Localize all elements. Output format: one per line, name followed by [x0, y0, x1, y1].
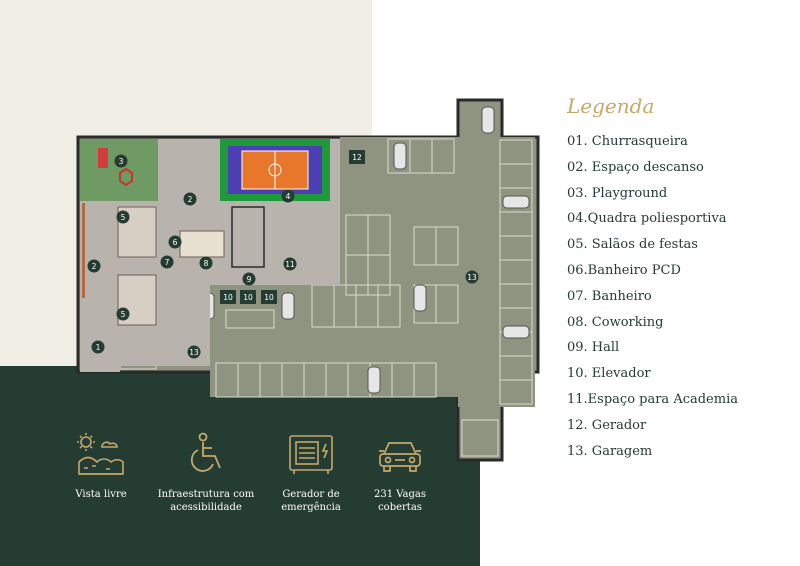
plan-marker-label: 10: [264, 293, 274, 302]
feature-gerador: Gerador de emergência: [256, 432, 366, 514]
landscape-icon: [77, 433, 124, 475]
leisure-area: [80, 139, 340, 372]
plan-marker-label: 1: [96, 343, 101, 352]
plan-marker-label: 12: [352, 153, 362, 162]
plan-marker-label: 10: [243, 293, 253, 302]
plan-marker-label: 9: [247, 275, 252, 284]
plan-marker-13: 13: [187, 345, 201, 359]
legend-item: 08. Coworking: [567, 314, 664, 330]
plan-marker-label: 4: [286, 192, 291, 201]
plan-marker-label: 8: [204, 259, 209, 268]
legend-item: 13. Garagem: [567, 443, 653, 459]
plan-marker-13: 13: [465, 270, 479, 284]
plan-marker-10: 10: [220, 290, 236, 304]
legend-item: 09. Hall: [567, 340, 620, 356]
plan-marker-label: 2: [92, 262, 97, 271]
legend-item: 02. Espaço descanso: [567, 159, 704, 175]
plan-marker-6: 6: [168, 235, 182, 249]
feature-label: Gerador de: [282, 489, 340, 500]
plan-marker-label: 13: [467, 273, 477, 282]
plan-marker-2: 2: [183, 192, 197, 206]
wheelchair-icon: [190, 432, 221, 472]
feature-label: 231 Vagas: [373, 489, 427, 500]
plan-marker-11: 11: [283, 257, 297, 271]
plan-marker-label: 5: [121, 310, 126, 319]
feature-vista-livre: Vista livre: [46, 432, 156, 501]
legend-list: 01. Churrasqueira 02. Espaço descanso 03…: [567, 132, 738, 467]
plan-marker-5: 5: [116, 210, 130, 224]
plan-marker-label: 6: [173, 238, 178, 247]
feature-label: cobertas: [378, 502, 422, 513]
plan-marker-4: 4: [281, 189, 295, 203]
plan-marker-label: 5: [121, 213, 126, 222]
plan-marker-3: 3: [114, 154, 128, 168]
plan-marker-1: 1: [91, 340, 105, 354]
plan-marker-label: 13: [189, 348, 199, 357]
legend-item: 12. Gerador: [567, 417, 647, 433]
legend-item: 07. Banheiro: [567, 288, 652, 304]
generator-icon: [289, 435, 333, 474]
feature-label: Infraestrutura com: [157, 489, 255, 500]
plan-marker-label: 7: [165, 258, 170, 267]
feature-vagas: 231 Vagas cobertas: [345, 432, 455, 514]
plan-marker-9: 9: [242, 272, 256, 286]
legend-title: Legenda: [567, 94, 655, 118]
legend-item: 05. Salãos de festas: [567, 237, 698, 253]
legend-item: 04.Quadra poliesportiva: [567, 211, 727, 227]
plan-marker-label: 11: [285, 260, 295, 269]
legend-item: 03. Playground: [567, 185, 668, 201]
plan-marker-label: 2: [188, 195, 193, 204]
plan-marker-10: 10: [240, 290, 256, 304]
feature-label: Vista livre: [75, 489, 127, 500]
plan-marker-12: 12: [349, 150, 365, 164]
plan-marker-label: 3: [119, 157, 124, 166]
car-icon: [379, 442, 421, 472]
legend-item: 01. Churrasqueira: [567, 134, 688, 149]
feature-acessibilidade: Infraestrutura com acessibilidade: [151, 432, 261, 514]
plan-marker-2: 2: [87, 259, 101, 273]
plan-marker-5: 5: [116, 307, 130, 321]
feature-label: acessibilidade: [170, 502, 242, 513]
plan-marker-10: 10: [261, 290, 277, 304]
plan-marker-label: 10: [223, 293, 233, 302]
plan-marker-7: 7: [160, 255, 174, 269]
plan-marker-8: 8: [199, 256, 213, 270]
feature-label: emergência: [281, 502, 341, 513]
legend-item: 11.Espaço para Academia: [567, 391, 738, 407]
legend-item: 06.Banheiro PCD: [567, 262, 681, 278]
legend-item: 10. Elevador: [567, 366, 651, 382]
